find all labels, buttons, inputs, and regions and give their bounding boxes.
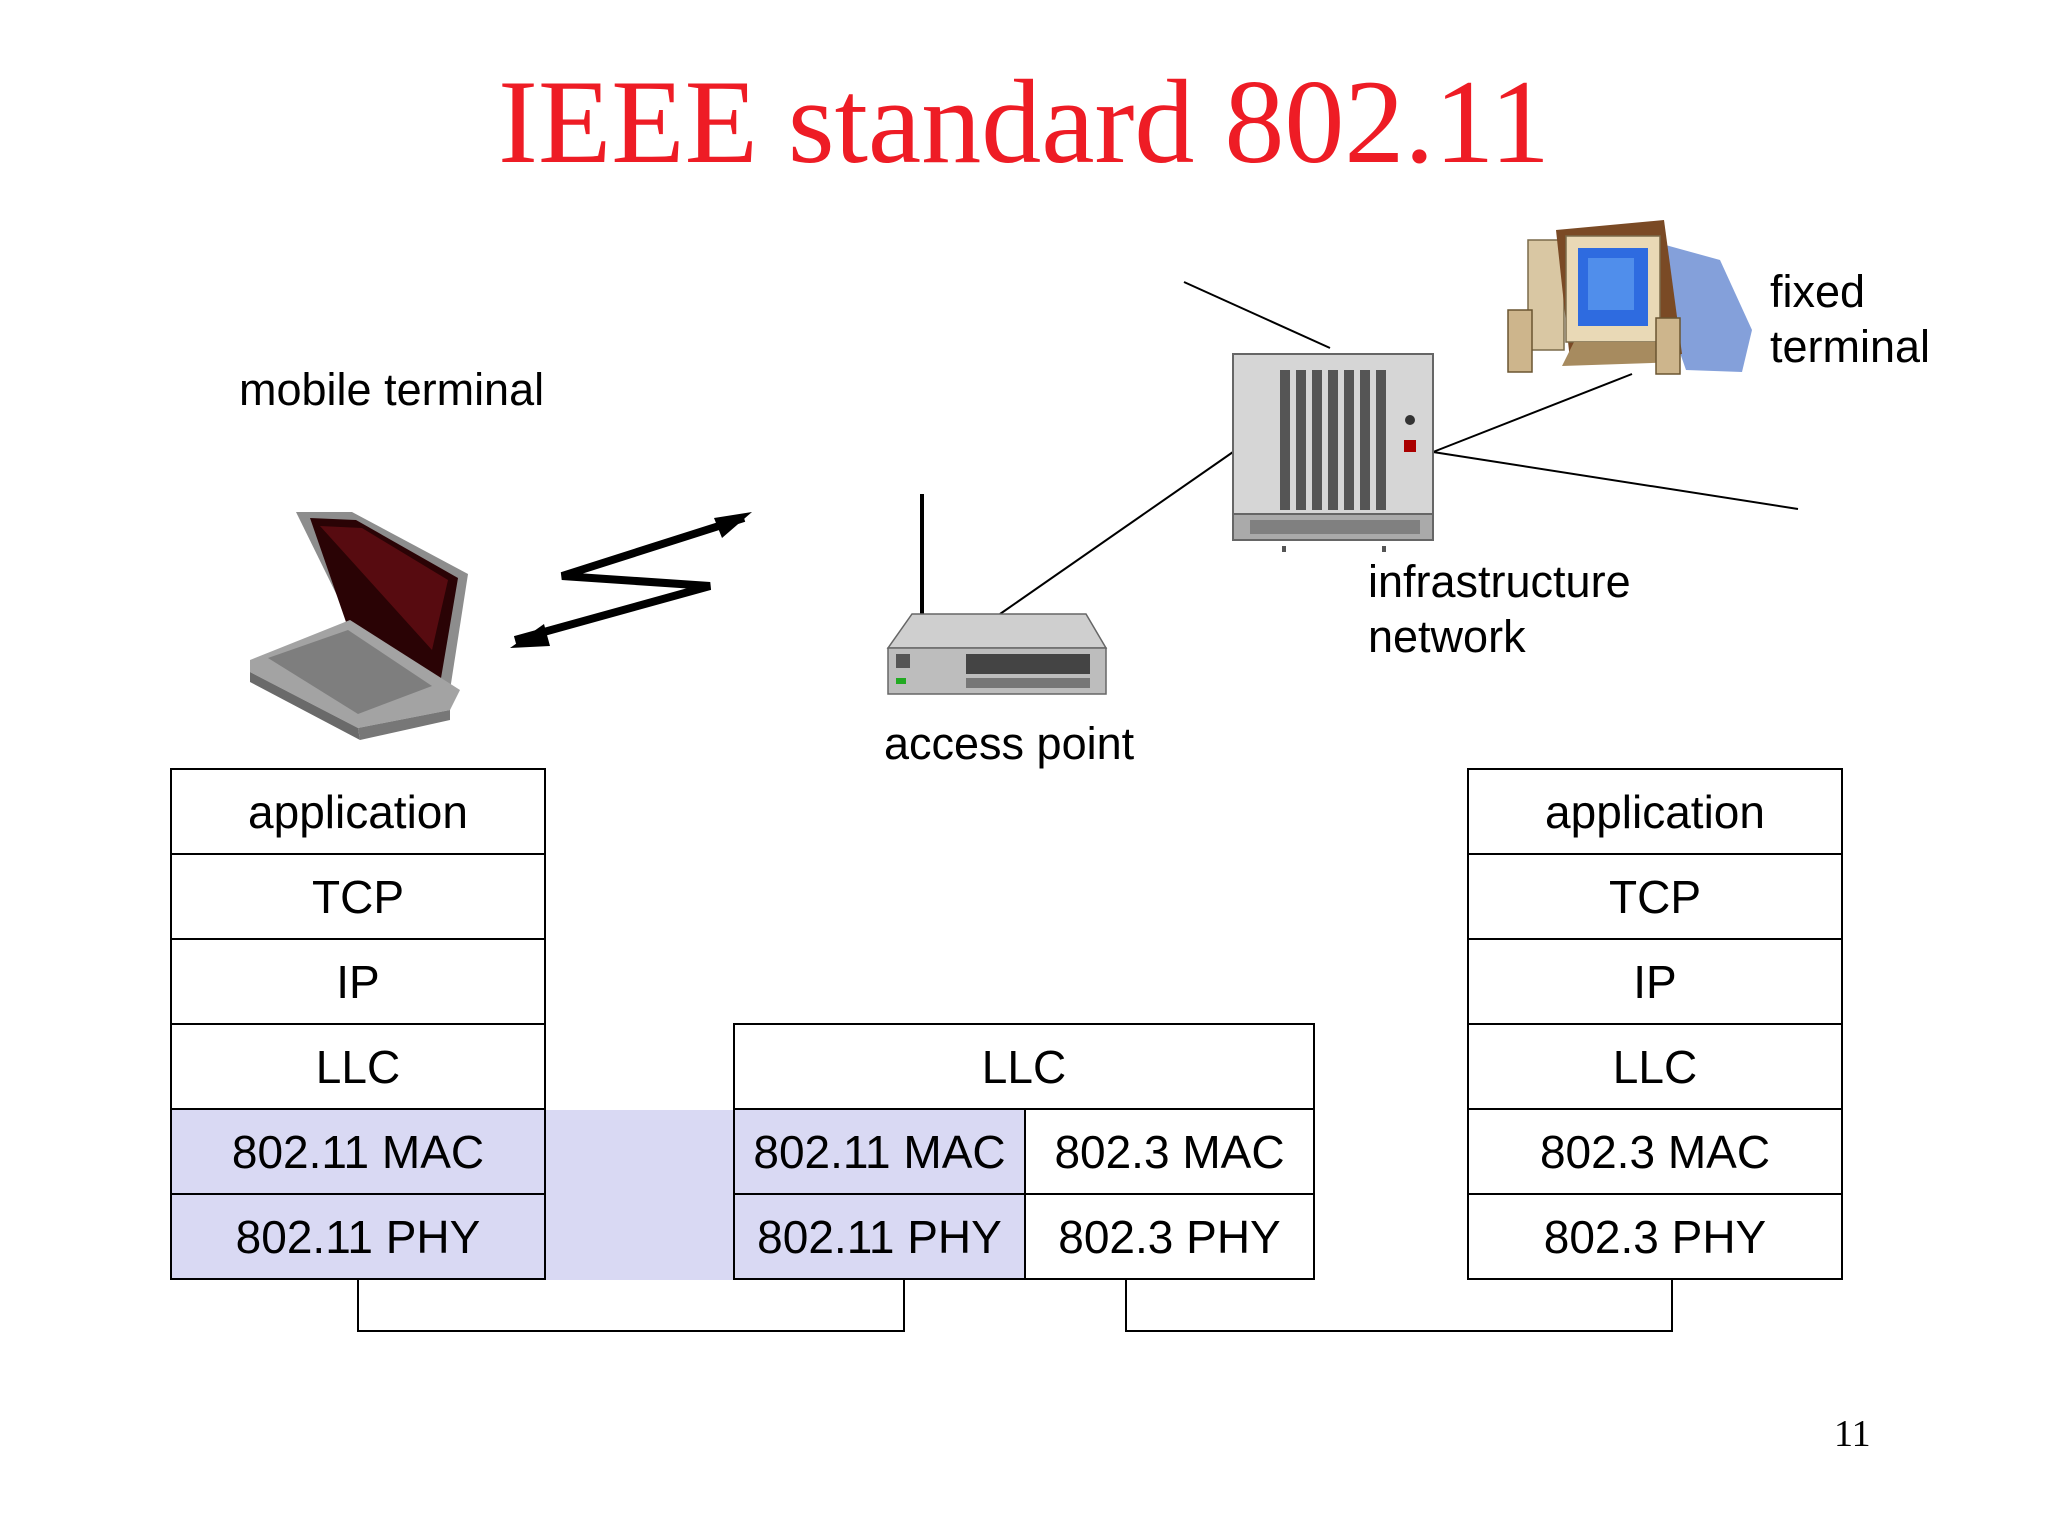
access-point-icon [886, 494, 1108, 695]
link-line [1432, 373, 1633, 453]
mobile-layer-mac: 802.11 MAC [170, 1108, 546, 1195]
wireless-link-icon [510, 512, 752, 648]
fixed-layer-application: application [1467, 768, 1843, 855]
access-point-label: access point [884, 718, 1135, 769]
infrastructure-network-label-line2: network [1368, 611, 1526, 662]
fixed-terminal-label-line1: fixed [1770, 266, 1866, 317]
mobile-layer-ip: IP [170, 938, 546, 1025]
network-links [999, 281, 1799, 615]
link-line [1432, 451, 1799, 510]
fixed-layer-llc: LLC [1467, 1023, 1843, 1110]
fixed-layer-phy: 802.3 PHY [1467, 1193, 1843, 1280]
mobile-layer-application: application [170, 768, 546, 855]
slide-title: IEEE standard 802.11 [498, 55, 1550, 188]
infrastructure-network-label-line1: infrastructure [1368, 556, 1631, 607]
physical-links [357, 1280, 1673, 1332]
ap-layer-8023-mac: 802.3 MAC [1024, 1108, 1315, 1195]
wireless-medium-band [544, 1110, 734, 1280]
wired-physical-link [1125, 1280, 1673, 1332]
mobile-layer-phy: 802.11 PHY [170, 1193, 546, 1280]
desktop-computer-icon [1507, 220, 1752, 375]
fixed-layer-mac: 802.3 MAC [1467, 1108, 1843, 1195]
ap-layer-80211-phy: 802.11 PHY [733, 1193, 1026, 1280]
ap-layer-8023-phy: 802.3 PHY [1024, 1193, 1315, 1280]
mobile-terminal-label: mobile terminal [239, 364, 545, 415]
laptop-icon [250, 512, 468, 740]
fixed-layer-tcp: TCP [1467, 853, 1843, 940]
fixed-terminal-label-line2: terminal [1770, 321, 1931, 372]
ap-layer-80211-mac: 802.11 MAC [733, 1108, 1026, 1195]
network-rack-icon [1232, 353, 1434, 552]
mobile-layer-llc: LLC [170, 1023, 546, 1110]
page-number: 11 [1834, 1413, 1871, 1455]
mobile-layer-tcp: TCP [170, 853, 546, 940]
link-line [1183, 281, 1331, 349]
fixed-layer-ip: IP [1467, 938, 1843, 1025]
link-line [999, 451, 1234, 615]
wireless-physical-link [357, 1280, 905, 1332]
ap-layer-llc: LLC [733, 1023, 1315, 1110]
